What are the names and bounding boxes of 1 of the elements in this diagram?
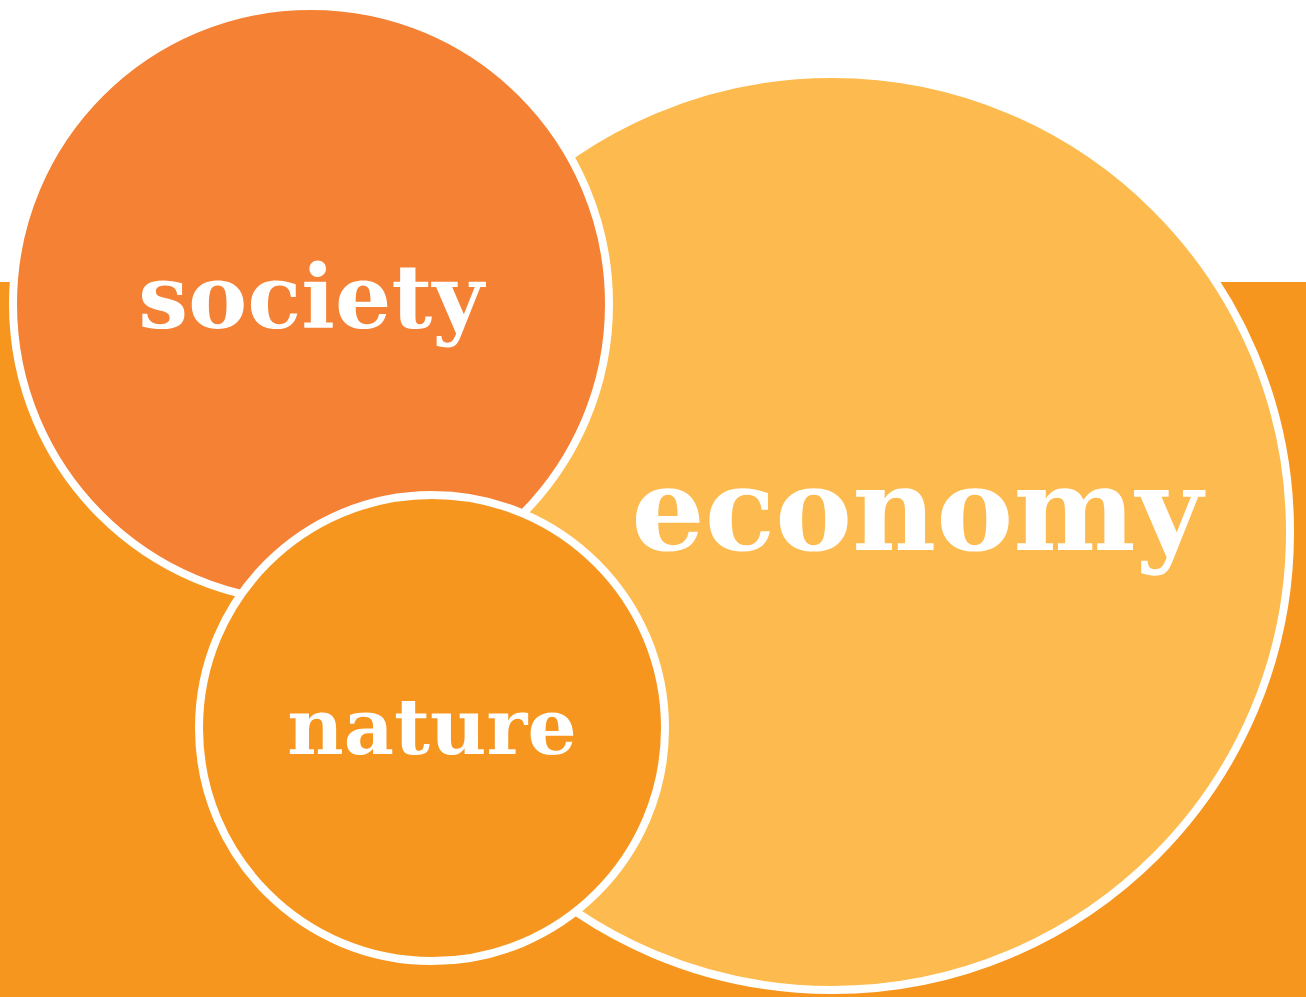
node-label: nature bbox=[289, 701, 574, 755]
